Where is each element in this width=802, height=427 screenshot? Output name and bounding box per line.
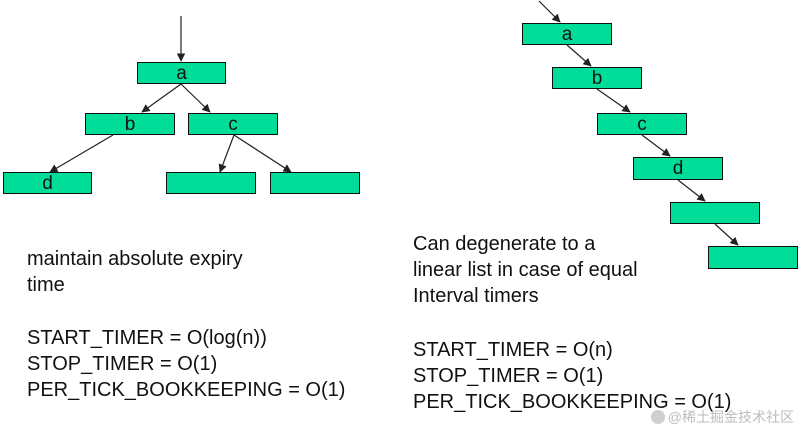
list-description-line-3: Interval timers [413,285,539,307]
edge-list-e-f [714,223,739,246]
entry-arrow-list [538,0,561,23]
edge-c-child1 [218,134,235,173]
list-node-e [670,202,760,224]
list-node-b: b [552,67,642,89]
list-node-c: c [597,113,687,135]
list-stop-timer: STOP_TIMER = O(1) [413,365,604,387]
list-per-tick-bookkeeping: PER_TICK_BOOKKEEPING = O(1) [413,391,732,413]
tree-per-tick-bookkeeping: PER_TICK_BOOKKEEPING = O(1) [27,379,346,401]
logo-icon [650,410,665,424]
tree-node-a: a [137,62,226,84]
tree-node-b: b [85,113,175,135]
edge-a-c [180,83,211,113]
edge-a-b [141,83,182,113]
tree-node-c-child-2 [270,172,360,194]
edge-b-d [49,134,114,173]
watermark-text: @稀土掘金技术社区 [667,409,794,425]
tree-node-c: c [188,113,278,135]
list-node-d: d [633,157,723,180]
edge-list-d-e [677,179,706,202]
tree-start-timer: START_TIMER = O(log(n)) [27,327,267,349]
list-description-line-2: linear list in case of equal [413,259,638,281]
edge-list-b-c [596,88,631,113]
list-description-line-1: Can degenerate to a [413,233,596,255]
list-node-a: a [522,23,612,45]
edge-list-a-b [566,44,592,67]
watermark: @稀土掘金技术社区 [643,391,794,427]
tree-node-d: d [3,172,92,194]
edge-c-child2 [233,134,292,173]
tree-description-line-1: maintain absolute expiry [27,248,243,270]
tree-description-line-2: time [27,274,65,296]
tree-stop-timer: STOP_TIMER = O(1) [27,353,218,375]
list-node-f [708,246,798,269]
list-start-timer: START_TIMER = O(n) [413,339,613,361]
tree-node-c-child-1 [166,172,256,194]
edge-list-c-d [641,134,671,157]
